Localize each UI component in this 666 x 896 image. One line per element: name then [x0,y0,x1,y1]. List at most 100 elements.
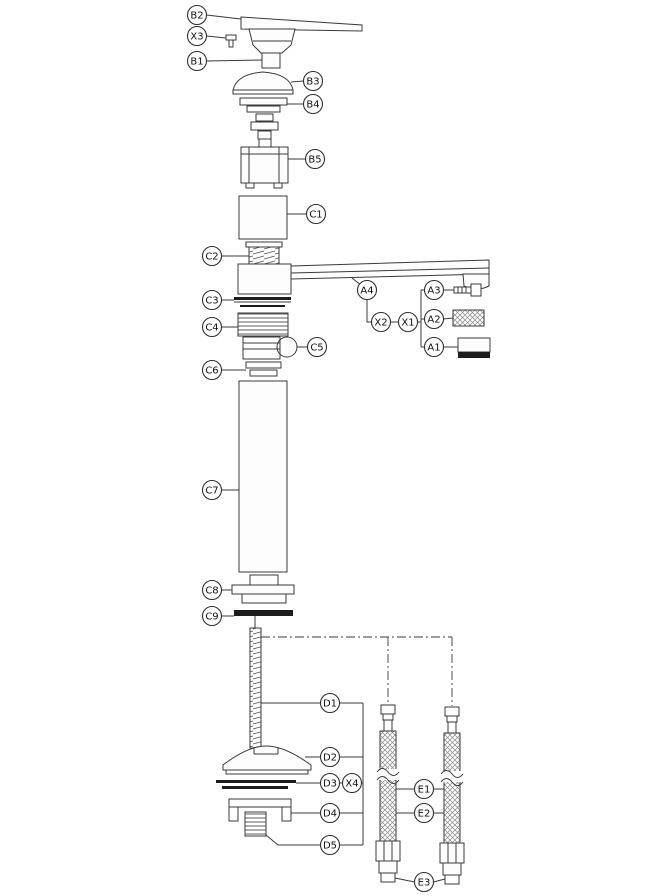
callout-c1-label: C1 [309,210,322,221]
stem-adapter [250,113,279,140]
leader-e3-left [394,877,415,883]
mounting-nut [244,811,267,837]
hose-nut-left [375,840,401,862]
spout-arm [290,259,490,280]
callout-d2: D2 [319,746,341,768]
callout-a4: A4 [356,279,378,301]
callout-c6: C6 [201,359,223,381]
threaded-connector [245,241,283,265]
rubber-washer [216,780,296,789]
callout-c4: C4 [201,316,223,338]
callout-c2: C2 [201,245,223,267]
callout-x3: X3 [186,25,208,47]
handle-neck [261,52,281,69]
callout-d3: D3 [319,772,341,794]
callout-a3-label: A3 [427,286,440,297]
centerline-links [261,636,453,706]
spout-base [237,263,292,295]
base-flange [231,574,295,604]
ring-nut [239,97,288,113]
callout-b2: B2 [186,4,208,26]
leader-b2 [206,14,242,20]
callout-b1-label: B1 [190,57,203,68]
seal-stack [237,312,289,337]
callout-b3-label: B3 [306,77,319,88]
callout-a3: A3 [423,279,445,301]
callout-d1-label: D1 [323,699,337,710]
riser-column [238,380,288,573]
callout-d5: D5 [319,834,341,856]
callout-c5-label: C5 [310,343,323,354]
bushing-and-snap-ring [242,336,298,360]
callout-b3: B3 [302,70,324,92]
set-screw [225,34,237,41]
callout-c4-label: C4 [205,323,218,334]
callout-c9: C9 [201,605,223,627]
callout-b4-label: B4 [306,100,319,111]
callout-x2-label: X2 [374,318,387,329]
mounting-plate [222,745,312,775]
callout-a2-label: A2 [427,315,440,326]
callout-b5: B5 [304,148,326,170]
leader-d5 [265,834,321,846]
callout-c3-label: C3 [205,296,218,307]
callout-a2: A2 [423,308,445,330]
callout-a4-label: A4 [360,286,373,297]
aerator-insert [452,309,485,327]
callout-d4-label: D4 [323,809,337,820]
leader-x3 [206,35,227,39]
callout-c7-label: C7 [205,486,218,497]
callout-c7: C7 [201,479,223,501]
leader-e3-right [433,878,446,883]
callout-c8-label: C8 [205,586,218,597]
callout-d2-label: D2 [323,753,337,764]
cartridge [240,138,289,189]
spacer-rings [245,361,282,377]
base-gasket [234,610,293,616]
callout-c2-label: C2 [205,252,218,263]
leader-a2 [443,317,454,320]
callout-d1: D1 [319,692,341,714]
handle-lever [240,16,363,32]
callout-a1-label: A1 [427,343,440,354]
callout-x2: X2 [370,311,392,333]
handle-assembly [225,16,363,69]
dome-cap [232,71,294,95]
supply-hose-left [375,704,401,883]
callout-e1-label: E1 [418,785,431,796]
mounting-bracket [228,798,292,822]
aerator-parts [452,283,491,358]
callout-x3-label: X3 [190,32,203,43]
callout-x4: X4 [341,772,363,794]
callout-b5-label: B5 [308,155,321,166]
supply-hose-right [439,706,465,885]
leader-b1 [206,59,263,62]
callout-c8: C8 [201,579,223,601]
link-a4-x2 [366,299,372,323]
aerator-housing [457,337,491,353]
callout-d3-label: D3 [323,779,337,790]
callout-d5-label: D5 [323,841,337,852]
callout-c5: C5 [306,336,328,358]
callout-c9-label: C9 [205,612,218,623]
spout-assembly [237,259,490,295]
callout-b4: B4 [302,93,324,115]
threaded-stud [249,616,262,749]
callout-e3-label: E3 [418,878,431,889]
valve-body [238,195,288,240]
callout-x1: X1 [397,311,419,333]
callout-x1-label: X1 [401,318,414,329]
o-ring-set [234,297,291,307]
leader-b3 [290,80,304,83]
callout-a1: A1 [423,336,445,358]
callout-b1: B1 [186,50,208,72]
callout-c6-label: C6 [205,366,218,377]
hose-nut-right [439,842,465,864]
callout-c1: C1 [305,203,327,225]
callout-e3: E3 [413,871,435,893]
callout-x4-label: X4 [345,779,358,790]
leader-a4 [351,277,360,285]
leader-lines [206,14,458,883]
